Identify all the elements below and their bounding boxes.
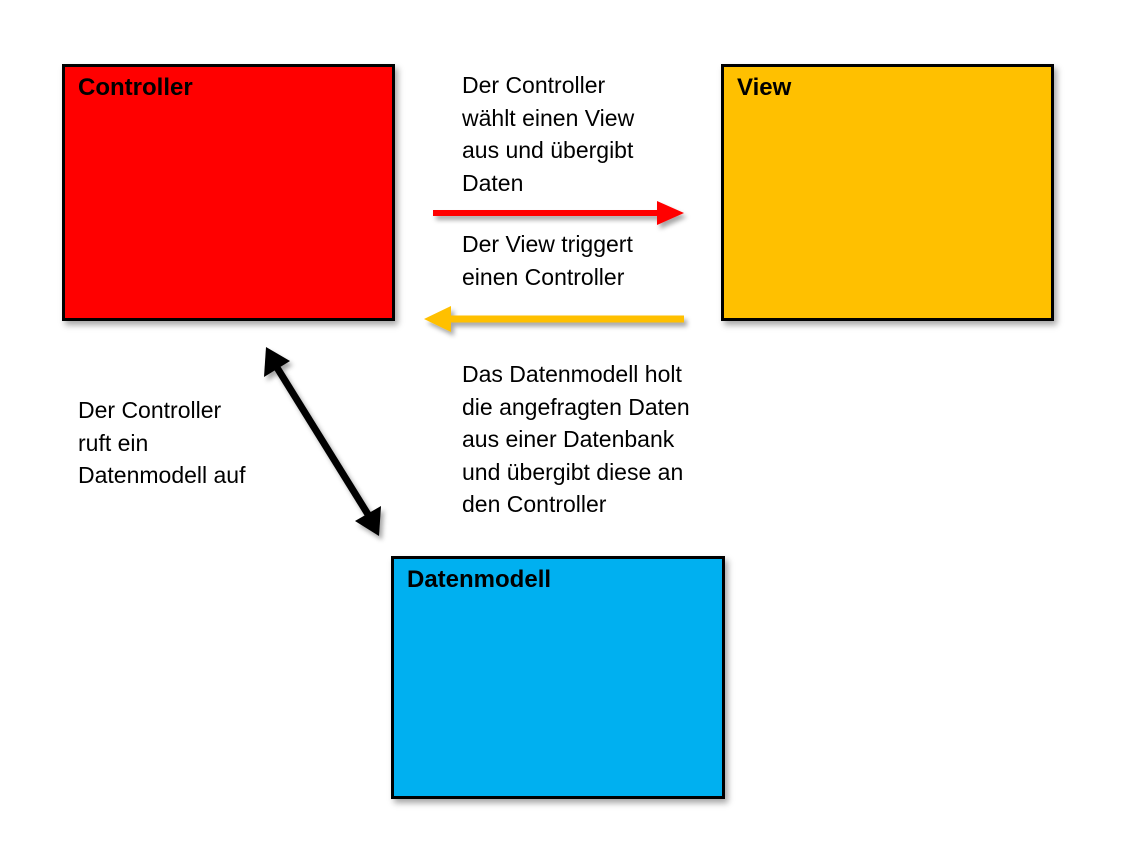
datenmodell-box: Datenmodell xyxy=(391,556,725,799)
label-model-to-controller: Das Datenmodell holt die angefragten Dat… xyxy=(462,358,690,521)
label-line: und übergibt diese an xyxy=(462,458,684,485)
label-line: Datenmodell auf xyxy=(78,462,246,488)
arrow-controller-to-view xyxy=(433,201,684,225)
label-controller-to-view: Der Controller wählt einen View aus und … xyxy=(462,69,634,199)
arrow-controller-datenmodell xyxy=(264,347,381,536)
label-line: Der Controller xyxy=(78,397,222,423)
view-box: View xyxy=(721,64,1054,321)
controller-title: Controller xyxy=(78,74,193,101)
controller-box: Controller xyxy=(62,64,395,321)
label-line: Daten xyxy=(462,169,524,196)
label-view-to-controller: Der View triggert einen Controller xyxy=(462,228,633,293)
label-line: die angefragten Daten xyxy=(462,393,690,420)
label-line: aus und übergibt xyxy=(462,137,634,163)
datenmodell-title: Datenmodell xyxy=(407,566,552,593)
label-line: aus einer Datenbank xyxy=(462,426,675,452)
label-line: den Controller xyxy=(462,491,607,517)
arrow-view-to-controller xyxy=(424,306,684,332)
label-line: Der View triggert xyxy=(462,231,633,257)
label-line: Das Datenmodell holt xyxy=(462,361,682,387)
label-line: Der Controller xyxy=(462,72,606,98)
label-line: einen Controller xyxy=(462,263,625,290)
label-controller-to-model: Der Controller ruft ein Datenmodell auf xyxy=(78,394,246,492)
label-line: ruft ein xyxy=(78,429,149,456)
label-line: wählt einen View xyxy=(462,104,635,131)
view-title: View xyxy=(737,74,792,101)
